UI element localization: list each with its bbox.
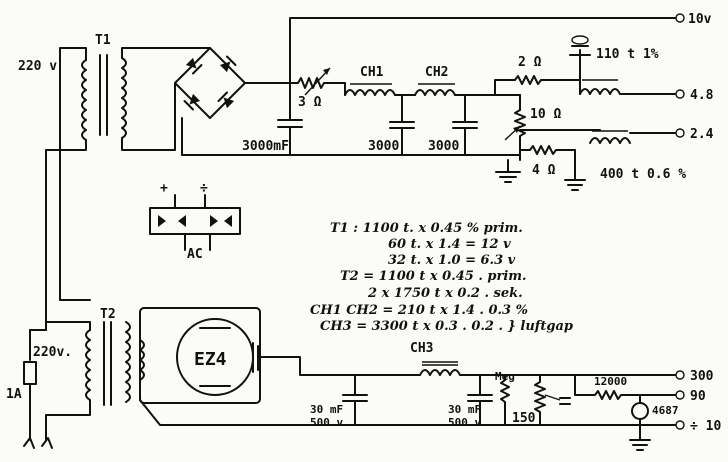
t2-label: T2	[100, 307, 116, 322]
r-10ohm-label: 10 Ω	[530, 107, 561, 122]
spec-table: T1 : 1100 t. x 0.45 % prim. 60 t. x 1.4 …	[310, 221, 573, 334]
plug-pin-b[interactable]	[41, 437, 53, 449]
cap-ch1-label: 3000	[368, 139, 399, 154]
out-300-label: 300	[690, 369, 714, 384]
t1-mains-wire-b	[45, 139, 87, 331]
terminal-300[interactable]	[675, 370, 685, 380]
inset-plus: +	[160, 181, 168, 196]
transformer-t1: T1 220 v	[18, 33, 127, 141]
resistor-meg	[500, 374, 510, 426]
terminal-10v[interactable]	[675, 13, 685, 23]
tube-4687	[631, 402, 649, 420]
r-12000-label: 12000	[594, 375, 627, 388]
fuse	[23, 361, 37, 385]
plug-pin-a[interactable]	[23, 437, 35, 449]
coil-upper-label: 110 t 1%	[596, 47, 659, 62]
rail-10v	[289, 17, 676, 84]
spec-line-7: CH3 = 3300 t x 0.3 . 0.2 . } luftgap	[320, 319, 573, 334]
t2-primary-label: 220v.	[33, 345, 72, 360]
coil-4-8	[579, 88, 621, 95]
resistor-10ohm	[514, 94, 526, 161]
r-2ohm-label: 2 Ω	[518, 55, 542, 70]
lower-hv-wire	[257, 356, 421, 376]
terminal-minus-10[interactable]	[675, 420, 685, 430]
out-10v-label: 10v	[688, 12, 712, 27]
ch3-label: CH3	[410, 341, 433, 356]
inset-ac: AC	[187, 247, 203, 262]
spec-line-1: T1 : 1100 t. x 0.45 % prim.	[330, 221, 523, 236]
terminal-90[interactable]	[675, 390, 685, 400]
out-2-4-label: 2.4	[690, 127, 714, 142]
c1-label: 30 mF	[310, 403, 343, 416]
r-150-label: 150	[512, 411, 536, 426]
t1-primary-label: 220 v	[18, 59, 57, 74]
mains-link	[59, 119, 91, 301]
upper-ground-rail	[181, 117, 501, 156]
coil-2-4	[589, 137, 631, 144]
spec-line-3: 32 t. x 1.0 = 6.3 v	[388, 253, 516, 268]
coil-lower-label: 400 t 0.6 %	[600, 167, 686, 182]
cap-ch2-label: 3000	[428, 139, 459, 154]
resistor-4ohm	[519, 145, 576, 155]
resistor-3ohm	[289, 77, 346, 89]
r-mega-label: Meg	[495, 370, 515, 383]
transformer-t2: T2 220v.	[33, 307, 145, 406]
out-4-8-label: 4.8	[690, 88, 714, 103]
c1-v-label: 500 v	[310, 416, 343, 429]
t1-label: T1	[95, 33, 111, 48]
spec-line-4: T2 = 1100 t x 0.45 . prim.	[340, 269, 527, 284]
c2-v-label: 500 v	[448, 416, 481, 429]
c2-label: 30 mF	[448, 403, 481, 416]
tube-4687-label: 4687	[652, 404, 679, 417]
fuse-label: 1A	[6, 387, 22, 402]
tube-ez4: EZ4	[139, 307, 261, 404]
bridge-rectifier	[174, 47, 246, 119]
out-90-label: 90	[690, 389, 706, 404]
terminal-2-4[interactable]	[675, 128, 685, 138]
resistor-12000	[574, 374, 676, 400]
out-minus-10-label: ÷ 10	[690, 419, 721, 434]
r-series-label: 3 Ω	[298, 95, 322, 110]
tube-label: EZ4	[194, 349, 227, 370]
choke-ch1	[344, 89, 396, 96]
resistor-2ohm	[494, 75, 581, 96]
terminal-4-8[interactable]	[675, 89, 685, 99]
spec-line-5: 2 x 1750 t x 0.2 . sek.	[367, 286, 523, 301]
t1-mains-wire-a	[59, 47, 87, 121]
inset-minus: ÷	[200, 181, 208, 196]
resistor-150	[534, 374, 546, 426]
spec-line-2: 60 t. x 1.4 = 12 v	[388, 237, 511, 252]
lower-ground-rail	[139, 399, 676, 426]
spec-line-6: CH1 CH2 = 210 t x 1.4 . 0.3 %	[310, 303, 528, 318]
ch1-label: CH1	[360, 65, 384, 80]
r-4ohm-label: 4 Ω	[532, 163, 556, 178]
ch2-label: CH2	[425, 65, 448, 80]
choke-ch2	[414, 89, 456, 96]
rectifier-inset: + ÷ AC	[149, 181, 241, 262]
choke-ch3	[419, 369, 461, 376]
cap-main-label: 3000mF	[242, 139, 289, 154]
